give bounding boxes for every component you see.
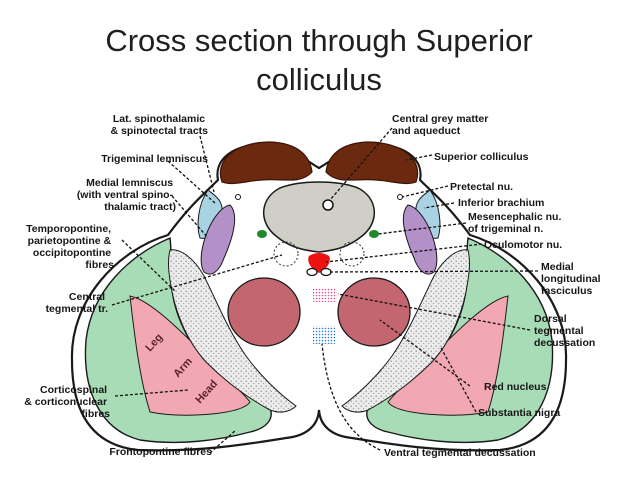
corticospinal-band-right bbox=[387, 295, 509, 416]
red-nucleus-left bbox=[227, 277, 301, 347]
red-nucleus-right bbox=[337, 277, 411, 347]
label-trigeminal-lemniscus: Trigeminal lemniscus bbox=[101, 153, 208, 165]
cerebral-aqueduct bbox=[322, 199, 334, 211]
leader-frontopontine bbox=[209, 429, 237, 454]
corticospinal-band-left bbox=[129, 295, 251, 416]
leader-superior-colliculus bbox=[405, 154, 433, 161]
ventral-tegmental-decussation bbox=[313, 326, 335, 344]
label-pretectal: Pretectal nu. bbox=[450, 181, 513, 193]
mlf-left bbox=[306, 267, 318, 277]
label-red-nucleus: Red nucleus bbox=[484, 381, 547, 393]
central-grey-matter bbox=[262, 181, 376, 253]
central-tegmental-tract-right bbox=[339, 241, 365, 267]
label-substantia-nigra: Substantia nigra bbox=[478, 407, 560, 419]
leader-red-nucleus bbox=[379, 319, 471, 387]
label-superior-colliculus: Superior colliculus bbox=[434, 151, 529, 163]
substantia-nigra-left bbox=[168, 249, 297, 413]
label-temporopontine: Temporopontine, parietopontine & occipit… bbox=[26, 223, 114, 271]
label-dorsal-tegmental: Dorsal tegmental decussation bbox=[534, 313, 595, 349]
leader-pretectal bbox=[401, 185, 449, 198]
label-corticospinal: Corticospinal & corticonuclear fibres bbox=[24, 384, 110, 420]
central-tegmental-tract-left bbox=[273, 241, 299, 267]
pretectal-nucleus-left bbox=[235, 194, 241, 200]
leader-corticospinal bbox=[114, 389, 189, 397]
leader-substantia-nigra bbox=[439, 345, 477, 413]
medial-lemniscus-right bbox=[402, 204, 438, 275]
label-frontopontine: Frontopontine fibres bbox=[109, 446, 212, 458]
oculomotor-nucleus bbox=[308, 253, 330, 273]
mlf-right bbox=[320, 267, 332, 277]
label-mlf: Medial longitudinal fasciculus bbox=[541, 261, 603, 297]
label-oculomotor: Oculomotor nu. bbox=[484, 239, 562, 251]
label-inferior-brachium: Inferior brachium bbox=[458, 197, 544, 209]
medial-lemniscus-left bbox=[200, 204, 236, 275]
leader-temporopontine bbox=[121, 239, 177, 293]
slide-title-line-2: colliculus bbox=[256, 62, 382, 97]
dorsal-tegmental-decussation bbox=[313, 288, 337, 302]
label-ventral-tegmental: Ventral tegmental decussation bbox=[384, 447, 536, 459]
leader-dorsal-tegmental bbox=[337, 293, 531, 331]
label-central-tegmental: Central tegmental tr. bbox=[46, 291, 109, 315]
mesencephalic-nucleus-right bbox=[369, 230, 379, 238]
label-medial-lemniscus: Medial lemniscus (with ventral spino- th… bbox=[77, 177, 176, 213]
superior-colliculus-right bbox=[325, 141, 419, 185]
superior-colliculus-left bbox=[219, 141, 313, 185]
leader-oculomotor bbox=[325, 243, 483, 263]
mesencephalic-nucleus-left bbox=[257, 230, 267, 238]
leader-medial-lemniscus bbox=[171, 195, 209, 239]
leader-inferior-brachium bbox=[423, 202, 455, 209]
leader-central-tegmental bbox=[111, 254, 283, 306]
leader-central-grey bbox=[329, 127, 393, 201]
label-central-grey: Central grey matter and aqueduct bbox=[392, 113, 491, 137]
slide-title-line-1: Cross section through Superior bbox=[105, 23, 533, 58]
label-lat-spinothalamic: Lat. spinothalamic & spinotectal tracts bbox=[111, 113, 209, 137]
substantia-nigra-right bbox=[341, 249, 470, 413]
label-mesencephalic: Mesencephalic nu. of trigeminal n. bbox=[468, 211, 564, 235]
pretectal-nucleus-right bbox=[397, 194, 403, 200]
leader-trigeminal-lemniscus bbox=[167, 160, 217, 205]
